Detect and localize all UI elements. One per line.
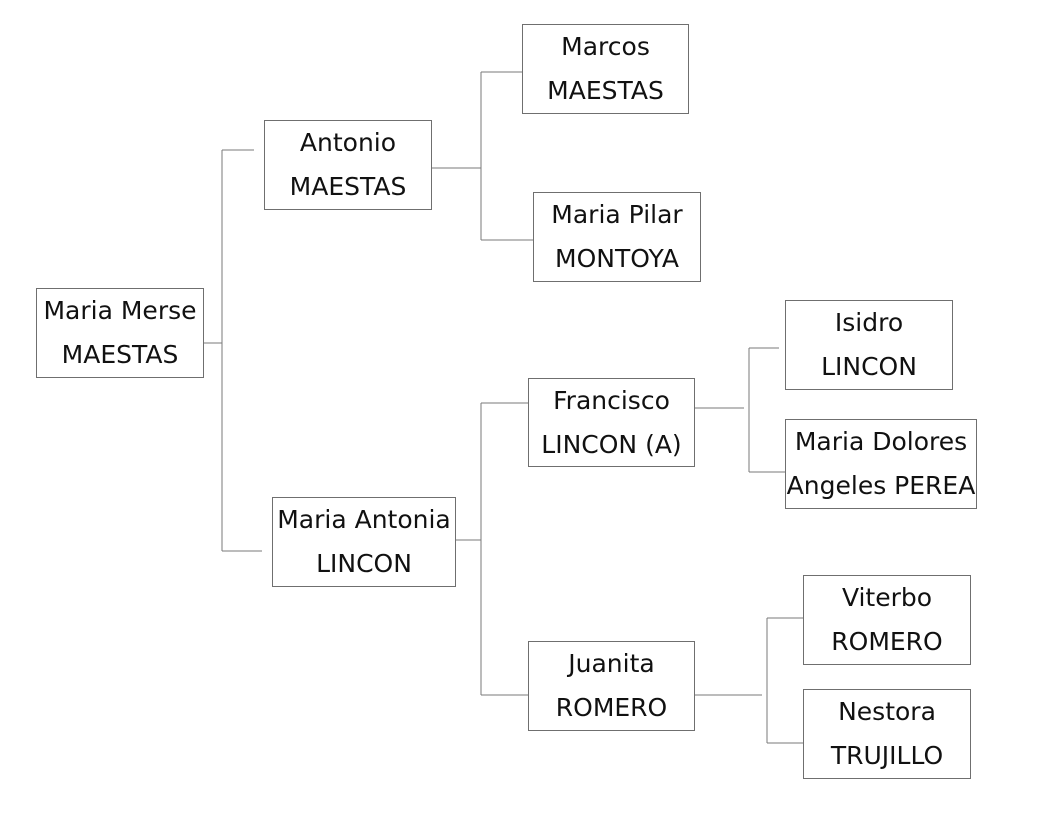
person-box-maternal-grandfather: Francisco LINCON (A): [528, 378, 695, 467]
given-name: Maria Dolores: [794, 427, 968, 456]
given-name: Francisco: [553, 385, 670, 415]
person-box-great-grandfather-lincon: Isidro LINCON: [785, 300, 953, 390]
surname: Angeles PEREA: [786, 471, 976, 500]
surname: MAESTAS: [289, 172, 407, 201]
person-box-great-grandmother-perea: Maria Dolores Angeles PEREA: [785, 419, 977, 509]
given-name: Juanita: [568, 649, 655, 678]
given-name: Viterbo: [841, 583, 933, 612]
surname: TRUJILLO: [830, 741, 944, 770]
person-box-paternal-grandmother: Maria Pilar MONTOYA: [533, 192, 701, 282]
person-box-paternal-grandfather: Marcos MAESTAS: [522, 24, 689, 114]
given-name: Marcos: [561, 32, 650, 61]
given-name: Maria Antonia: [277, 505, 451, 534]
given-name: Nestora: [838, 697, 936, 726]
given-name: Maria Pilar: [551, 200, 683, 229]
person-box-great-grandmother-trujillo: Nestora TRUJILLO: [803, 689, 971, 779]
given-name: Antonio: [299, 128, 397, 157]
surname: MAESTAS: [547, 76, 664, 105]
surname: LINCON (A): [541, 429, 682, 459]
person-box-maternal-grandmother: Juanita ROMERO: [528, 641, 695, 731]
person-box-great-grandfather-romero: Viterbo ROMERO: [803, 575, 971, 665]
surname: ROMERO: [831, 627, 943, 656]
person-box-root: Maria Merse MAESTAS: [36, 288, 204, 378]
surname: MAESTAS: [61, 340, 179, 369]
person-box-father: Antonio MAESTAS: [264, 120, 432, 210]
surname: ROMERO: [555, 693, 668, 722]
person-box-mother: Maria Antonia LINCON: [272, 497, 456, 587]
surname: LINCON: [821, 352, 917, 381]
surname: LINCON: [316, 549, 412, 578]
given-name: Maria Merse: [43, 296, 197, 325]
given-name: Isidro: [834, 308, 904, 337]
surname: MONTOYA: [555, 244, 679, 273]
